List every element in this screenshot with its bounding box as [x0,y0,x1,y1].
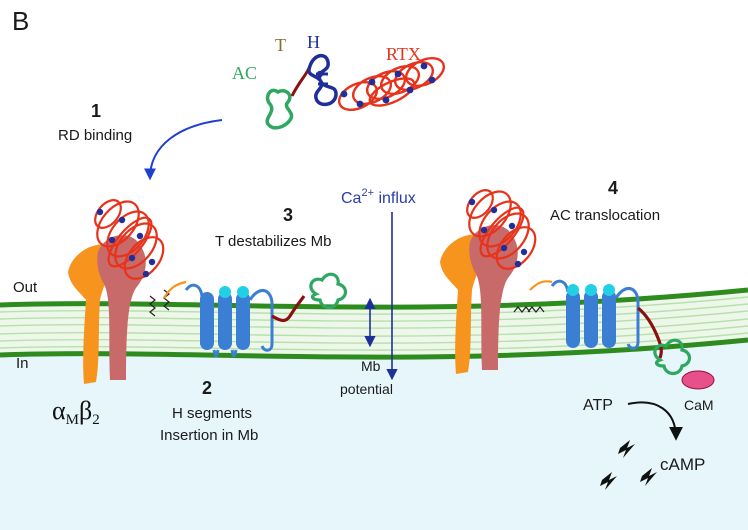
rtx-domain-coils [337,57,446,111]
rtx-domain-label: RTX [386,44,421,64]
atp-to-camp-arrow [627,401,683,441]
h-domain-label: H [307,32,320,52]
step-1-label: RD binding [58,127,132,144]
panel-letter: B [12,6,29,36]
bolt-icon [640,468,657,486]
camp-label: cAMP [660,455,705,474]
calmodulin-shape [681,370,715,390]
h-segments-right [550,279,715,390]
h-segments-left [184,272,348,358]
calcium-influx-label: Ca2+ influx [341,187,416,207]
bolt-icon [600,472,617,490]
toxin-molecule-top: AC T H RTX [232,32,446,130]
bolt-icon [618,440,635,458]
step-4-number: 4 [608,178,618,198]
cytosol-region [0,330,748,530]
step-2-label-line1: H segments [172,405,252,422]
receptor-left [68,199,187,384]
atp-label: ATP [583,397,613,414]
step-3-number: 3 [283,205,293,225]
calcium-ions-top [316,62,436,108]
binding-arrow [144,119,223,181]
step-2-label-line2: Insertion in Mb [160,427,258,444]
ac-domain-left [309,272,348,310]
step-3-label: T destabilizes Mb [215,233,331,250]
step-1-number: 1 [91,101,101,121]
calmodulin-label: CaM [684,397,714,413]
out-label: Out [13,279,38,296]
rtx-coils-left [94,199,165,280]
ac-domain-cytosolic [653,338,692,376]
t-domain-label: T [275,35,286,55]
ac-domain-label: AC [232,63,257,83]
in-label: In [16,355,29,372]
step-2-number: 2 [202,378,212,398]
receptor-label: αMβ2 [52,396,100,428]
h-domain-shape [307,53,338,107]
ac-domain-shape [265,88,294,130]
mb-potential-label-line1: Mb [361,358,381,374]
step-4-label: AC translocation [550,207,660,224]
alpha-subunit-left [68,244,122,384]
signal-bolt-icons [600,440,657,490]
beta-subunit-left [97,235,146,380]
mb-potential-label-line2: potential [340,381,393,397]
receptor-right [440,189,553,374]
